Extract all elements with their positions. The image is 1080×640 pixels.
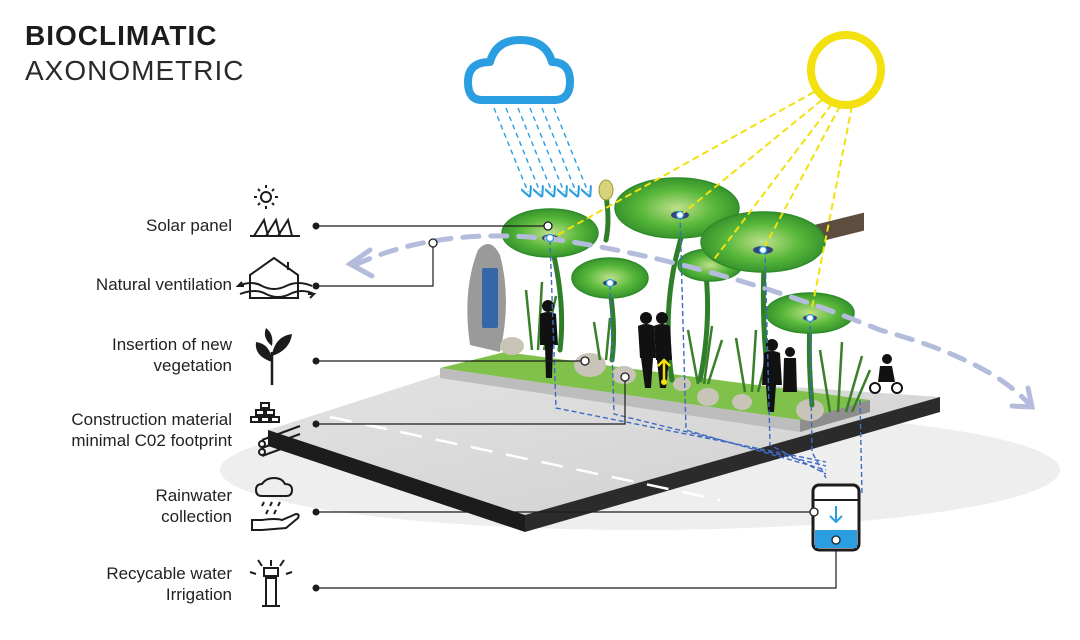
sun-rays (551, 91, 853, 319)
lotus-bud (598, 179, 614, 201)
label-natural-ventilation: Natural ventilation (95, 275, 232, 294)
person-2 (638, 312, 656, 388)
cloud-icon (464, 36, 574, 104)
solar-panel-icon (250, 185, 300, 237)
water-pipes (549, 214, 863, 496)
rain-drops (493, 107, 588, 192)
info-totem (467, 244, 506, 352)
ventilation-airflow (345, 233, 1036, 410)
people-silhouettes (540, 300, 903, 412)
yellow-marker (657, 358, 671, 385)
person-5 (783, 347, 797, 392)
leader-end-circles (428, 221, 841, 545)
solar-dots (545, 210, 815, 323)
rain-hand-icon (251, 476, 300, 531)
lotus-canopy-5 (700, 211, 826, 273)
irrigation-line (316, 550, 837, 589)
label-solar-panel: Solar panel (145, 216, 232, 235)
house-ventilation-icon (235, 256, 317, 299)
sun-icon (807, 31, 885, 109)
grasses (524, 281, 872, 413)
title-axonometric: AXONOMETRIC (25, 55, 245, 86)
stones (500, 337, 824, 421)
water-tank-icon (811, 483, 861, 552)
person-cyclist (869, 354, 903, 394)
lotus-canopy-2 (571, 257, 649, 299)
person-3 (654, 312, 672, 388)
sprinkler-icon (249, 559, 293, 607)
leader-dots (312, 222, 320, 516)
title-bioclimatic: BIOCLIMATIC (25, 20, 218, 51)
plant-icon (255, 328, 292, 385)
leader-lines (316, 225, 814, 513)
person-4 (762, 339, 782, 412)
bricks-pipes-icon (250, 402, 301, 457)
